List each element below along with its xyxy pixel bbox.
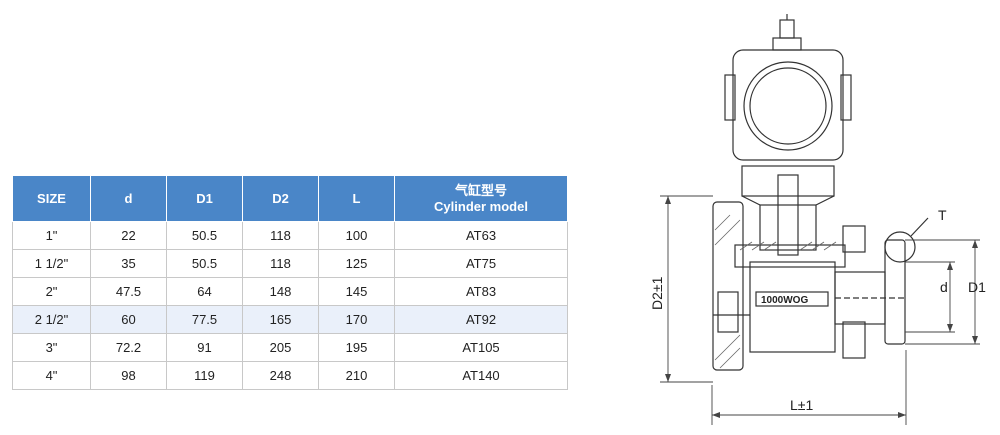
- cell-d2: 148: [242, 277, 319, 306]
- header-d: d: [90, 175, 167, 222]
- header-cylinder-model-en: Cylinder model: [434, 198, 528, 214]
- cell-size: 1": [12, 221, 91, 250]
- cell-d: 60: [90, 305, 167, 334]
- cell-l: 125: [318, 249, 395, 278]
- header-l: L: [318, 175, 395, 222]
- cell-size: 2": [12, 277, 91, 306]
- header-cylinder-model-cn: 气缸型号: [454, 182, 507, 198]
- actuator-housing: [732, 49, 844, 161]
- cell-d1: 64: [166, 277, 243, 306]
- cell-cylinder-model: AT75: [394, 249, 568, 278]
- cell-d: 98: [90, 361, 167, 390]
- right-ferrule: [884, 239, 906, 345]
- cell-d1: 91: [166, 333, 243, 362]
- cell-d1: 119: [166, 361, 243, 390]
- cell-size: 1 1/2": [12, 249, 91, 278]
- bonnet: [759, 204, 817, 251]
- cell-size: 4": [12, 361, 91, 390]
- header-d2: D2: [242, 175, 319, 222]
- table-row: 4" 98 119 248 210 AT140: [12, 361, 568, 390]
- header-cylinder-model: 气缸型号 Cylinder model: [394, 175, 568, 222]
- cell-cylinder-model: AT92: [394, 305, 568, 334]
- mounting-bracket: [741, 165, 835, 197]
- cell-d2: 118: [242, 221, 319, 250]
- cell-cylinder-model: AT63: [394, 221, 568, 250]
- stem-top: [779, 19, 795, 39]
- drawing-lines: [712, 14, 929, 371]
- cell-cylinder-model: AT105: [394, 333, 568, 362]
- table-row: 1" 22 50.5 118 100 AT63: [12, 221, 568, 250]
- cell-d1: 50.5: [166, 221, 243, 250]
- cell-d2: 165: [242, 305, 319, 334]
- cell-l: 170: [318, 305, 395, 334]
- cell-d1: 50.5: [166, 249, 243, 278]
- table-header-row: SIZE d D1 D2 L 气缸型号 Cylinder model: [12, 175, 568, 222]
- stem-collar: [772, 37, 802, 51]
- body-marking: 1000WOG: [761, 295, 808, 306]
- cell-l: 195: [318, 333, 395, 362]
- dimension-arrows: [665, 196, 978, 418]
- cell-d: 47.5: [90, 277, 167, 306]
- label-l: L±1: [790, 397, 813, 413]
- dimension-table: SIZE d D1 D2 L 气缸型号 Cylinder model 1" 22…: [12, 175, 568, 390]
- body-top: [734, 244, 846, 268]
- dimension-lines: [660, 195, 980, 425]
- cell-size: 3": [12, 333, 91, 362]
- table-row: 2" 47.5 64 148 145 AT83: [12, 277, 568, 306]
- section-hatching: [714, 214, 837, 369]
- cell-size: 2 1/2": [12, 305, 91, 334]
- cell-d: 72.2: [90, 333, 167, 362]
- table-row: 2 1/2" 60 77.5 165 170 AT92: [12, 305, 568, 334]
- cell-d: 22: [90, 221, 167, 250]
- cell-d: 35: [90, 249, 167, 278]
- detail-circle-t: [884, 231, 916, 263]
- cell-d2: 205: [242, 333, 319, 362]
- bolt-lower: [842, 321, 866, 359]
- label-d: d: [940, 279, 948, 295]
- table-row: 1 1/2" 35 50.5 118 125 AT75: [12, 249, 568, 278]
- label-d1: D1: [968, 279, 986, 295]
- valve-body: [749, 261, 836, 353]
- cell-l: 145: [318, 277, 395, 306]
- cell-l: 210: [318, 361, 395, 390]
- cell-l: 100: [318, 221, 395, 250]
- cell-d2: 118: [242, 249, 319, 278]
- cell-cylinder-model: AT83: [394, 277, 568, 306]
- cell-cylinder-model: AT140: [394, 361, 568, 390]
- header-size: SIZE: [12, 175, 91, 222]
- label-t: T: [938, 207, 947, 223]
- right-pipe: [834, 271, 886, 325]
- header-d1: D1: [166, 175, 243, 222]
- valve-technical-drawing: T d D1 D2±1 L±1 1000WOG: [649, 14, 986, 425]
- valve-stem: [777, 174, 799, 256]
- bolt-upper: [842, 225, 866, 253]
- table-row: 3" 72.2 91 205 195 AT105: [12, 333, 568, 362]
- label-d2: D2±1: [649, 276, 665, 310]
- left-flange: [712, 201, 744, 371]
- cell-d1: 77.5: [166, 305, 243, 334]
- actuator-bore: [743, 61, 833, 151]
- cell-d2: 248: [242, 361, 319, 390]
